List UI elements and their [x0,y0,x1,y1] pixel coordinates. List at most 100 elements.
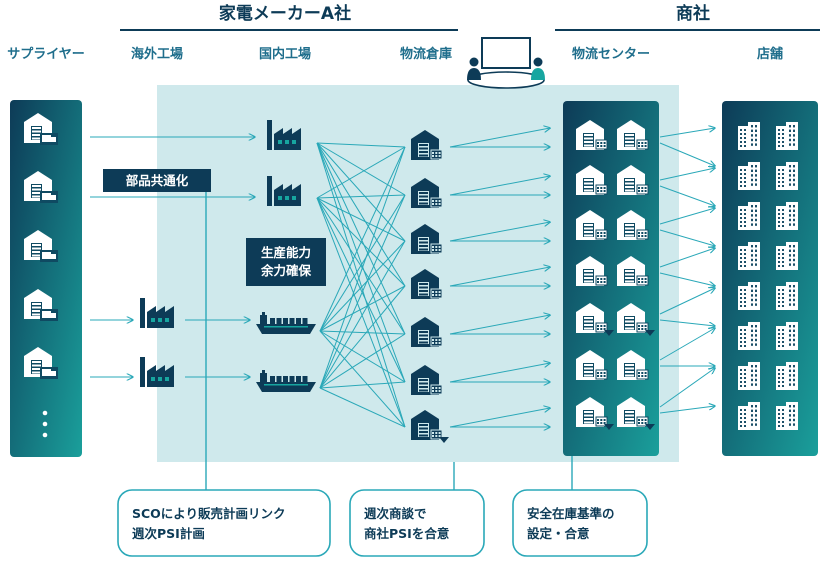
arrow-dc-to-store-7-a [659,368,715,408]
arrow-wh-to-dc-1-a [449,128,550,148]
capacity-text-line2: 余力確保 [260,263,312,278]
store-building-icon-2-a [738,162,760,190]
store-building-icon-3-a [738,202,760,230]
arrow-dc-to-store-3-a [659,208,715,225]
arrow-mesh-3-2 [319,194,406,332]
dc-warehouse-icon-5-b [617,303,655,336]
cargo-ship-icon-2 [256,370,316,392]
dc-warehouse-icon-6-a [576,350,608,380]
store-building-icon-5-a [738,282,760,310]
store-building-icon-3-b [776,202,798,230]
meeting-text-line1: 週次商談で [364,506,427,521]
dc-warehouse-icon-7-a [576,397,614,430]
store-panel [722,101,818,456]
supplier-warehouse-icon-5 [24,347,58,379]
meeting-callout: 週次商談で 商社PSIを合意 [349,489,485,557]
logistics-warehouse-icon-7 [411,410,449,443]
arrow-mesh-1-7 [316,142,406,428]
trading-header: 商社 [676,3,710,24]
dc-warehouse-icon-1-b [617,120,649,150]
logistics-warehouse-icon-5 [411,317,443,347]
column-domestic-factory: 国内工場 [259,46,311,62]
arrow-mesh-3-1 [319,146,406,332]
overseas-factory-icon-1 [140,298,174,328]
arrow-dc-to-store-5-b [659,319,715,326]
supplier-warehouse-icon-3 [24,230,58,262]
store-building-icon-8-a [738,402,760,430]
arrow-mesh-1-1 [316,142,406,148]
store-building-icon-1-b [776,122,798,150]
arrow-mesh-4-5 [319,333,406,389]
safety-text-line2: 設定・合意 [527,526,590,541]
cargo-ship-icon-1 [256,312,316,334]
column-distribution-center: 物流センター [572,46,650,62]
store-building-icon-6-b [776,322,798,350]
safety-text-line1: 安全在庫基準の [527,506,615,521]
arrow-dc-to-store-3-b [659,229,715,246]
arrow-mesh-2-6 [316,197,406,383]
store-building-icon-5-b [776,282,798,310]
store-building-icon-2-b [776,162,798,190]
logistics-warehouse-icon-6 [411,365,443,395]
arrow-mesh-2-1 [316,146,406,199]
store-building-icon-8-b [776,402,798,430]
arrow-mesh-1-4 [316,142,406,287]
arrow-wh-to-dc-6-a [449,363,550,383]
arrow-wh-to-dc-2-a [449,176,550,196]
supplier-panel [10,100,82,457]
arrow-mesh-4-3 [319,240,406,389]
arrow-dc-to-store-1-a [659,128,715,138]
arrow-mesh-4-2 [319,194,406,389]
arrow-mesh-3-5 [319,330,406,335]
dc-warehouse-icon-6-b [617,350,649,380]
store-building-icon-4-b [776,242,798,270]
sco-text-line2: 週次PSI計画 [132,526,205,541]
arrow-mesh-4-4 [319,285,406,389]
arrow-mesh-4-7 [319,387,406,428]
logistics-warehouse-icon-1 [411,130,443,160]
dc-warehouse-icon-3-a [576,210,608,240]
arrow-dc-to-store-1-b [659,142,715,166]
arrow-mesh-2-7 [316,197,406,428]
arrow-mesh-3-4 [319,285,406,332]
domestic-factory-icon-2 [267,176,301,206]
sco-text-line1: SCOにより販売計画リンク [132,506,286,521]
arrow-wh-to-dc-5-a [449,315,550,335]
logistics-warehouse-icon-4 [411,269,443,299]
capacity-text-line1: 生産能力 [261,245,311,260]
dc-warehouse-icon-2-b [617,165,649,195]
store-building-icon-6-a [738,322,760,350]
nodes [24,113,798,443]
arrow-wh-to-dc-4-a [449,267,550,287]
arrow-dc-to-store-6-a [659,328,715,361]
arrow-wh-to-dc-3-a [449,222,550,242]
store-building-icon-4-a [738,242,760,270]
arrow-mesh-2-2 [316,194,406,199]
arrow-mesh-4-6 [319,381,406,389]
dc-warehouse-icon-4-b [617,256,649,286]
meeting-text-line2: 商社PSIを合意 [364,526,449,541]
sco-callout: SCOにより販売計画リンク 週次PSI計画 [117,489,331,557]
more-suppliers-icon [42,410,48,438]
dc-warehouse-icon-4-a [576,256,608,286]
dc-warehouse-icon-3-b [617,210,649,240]
maker-header: 家電メーカーA社 [219,3,351,24]
domestic-factory-icon-1 [267,120,301,150]
supplier-warehouse-icon-2 [24,171,58,203]
arrow-mesh-1-2 [316,142,406,196]
column-overseas-factory: 海外工場 [131,46,183,62]
arrow-mesh-3-3 [319,240,406,332]
dc-warehouse-icon-5-a [576,303,614,336]
flow-arrows [90,128,715,427]
parts-common-text: 部品共通化 [126,173,189,188]
column-store: 店舗 [757,46,783,62]
arrow-mesh-4-1 [319,146,406,389]
arrow-dc-to-store-7-b [659,406,715,414]
supplier-warehouse-icon-4 [24,289,58,321]
arrow-wh-to-dc-7-a [449,408,550,428]
meeting-icon [467,37,545,89]
logistics-warehouse-icon-2 [411,178,443,208]
overseas-factory-icon-2 [140,357,174,387]
column-supplier: サプライヤー [7,47,85,62]
